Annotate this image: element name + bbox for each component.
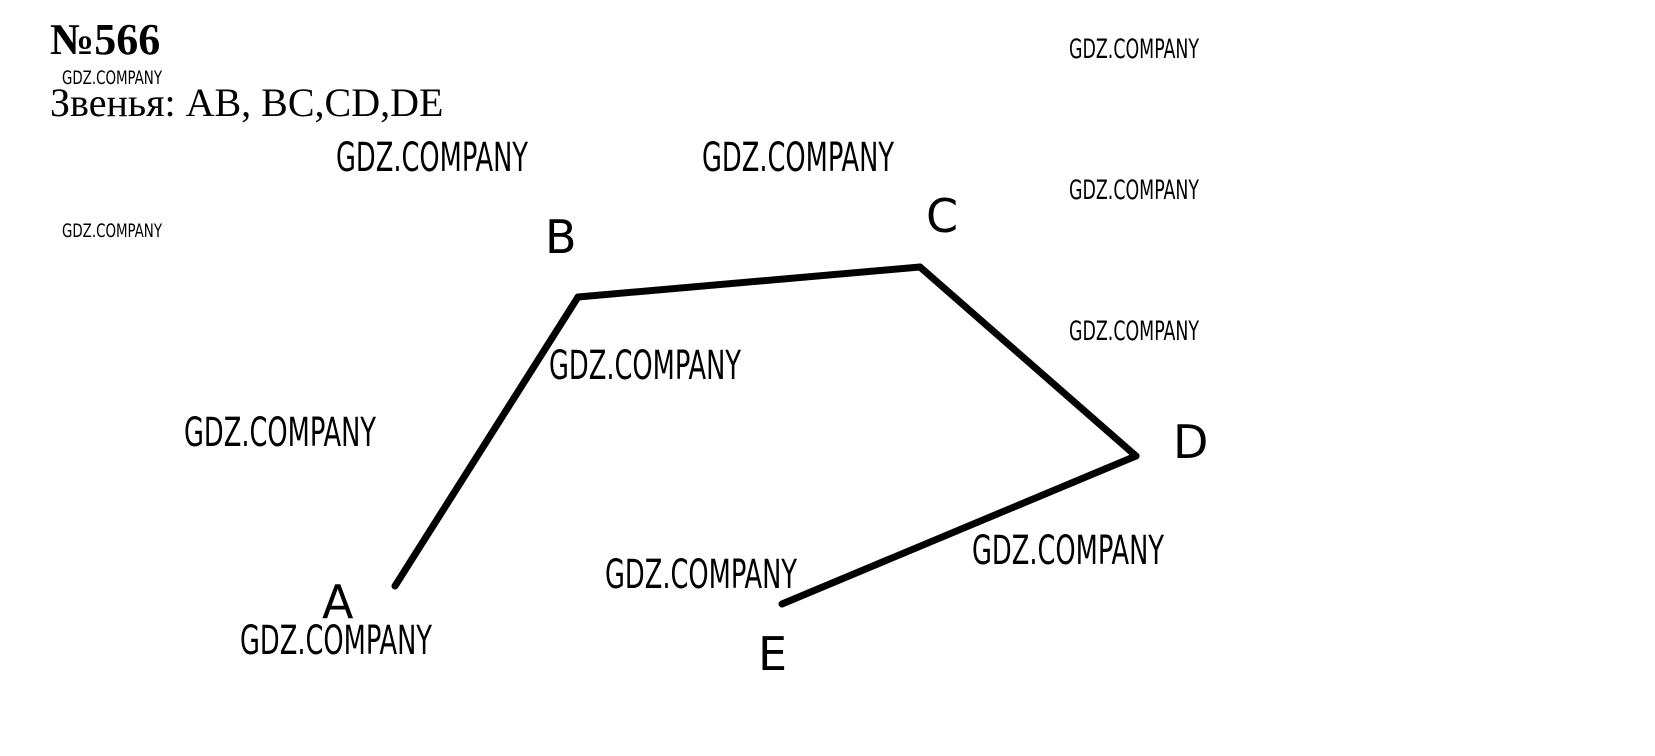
watermarks-group: GDZ.COMPANY GDZ.COMPANY GDZ.COMPANY GDZ.… xyxy=(62,34,1199,664)
vertex-label-c: C xyxy=(926,189,958,243)
watermark: GDZ.COMPANY xyxy=(1069,175,1199,206)
watermark: GDZ.COMPANY xyxy=(1069,316,1199,347)
watermark: GDZ.COMPANY xyxy=(702,135,895,181)
segment-de xyxy=(778,452,1140,608)
vertex-label-e: E xyxy=(758,627,787,681)
watermark: GDZ.COMPANY xyxy=(62,67,162,89)
watermark: GDZ.COMPANY xyxy=(972,528,1165,574)
watermark: GDZ.COMPANY xyxy=(62,220,162,242)
problem-number: №566 xyxy=(50,15,161,64)
watermark: GDZ.COMPANY xyxy=(240,618,433,664)
watermark: GDZ.COMPANY xyxy=(336,135,529,181)
segments-group xyxy=(391,263,1140,608)
vertex-label-d: D xyxy=(1173,415,1208,469)
segment-cd xyxy=(916,263,1140,460)
vertex-label-a: A xyxy=(322,575,354,629)
watermark: GDZ.COMPANY xyxy=(184,410,377,456)
vertex-labels-group: A B C D E xyxy=(322,189,1208,681)
vertex-label-b: B xyxy=(545,210,577,264)
watermark: GDZ.COMPANY xyxy=(1069,34,1199,65)
segment-ab xyxy=(391,293,582,590)
watermark: GDZ.COMPANY xyxy=(549,343,742,389)
segment-bc xyxy=(574,263,924,301)
watermark: GDZ.COMPANY xyxy=(605,552,798,598)
links-list: Звенья: AB, BC,CD,DE xyxy=(50,80,444,125)
